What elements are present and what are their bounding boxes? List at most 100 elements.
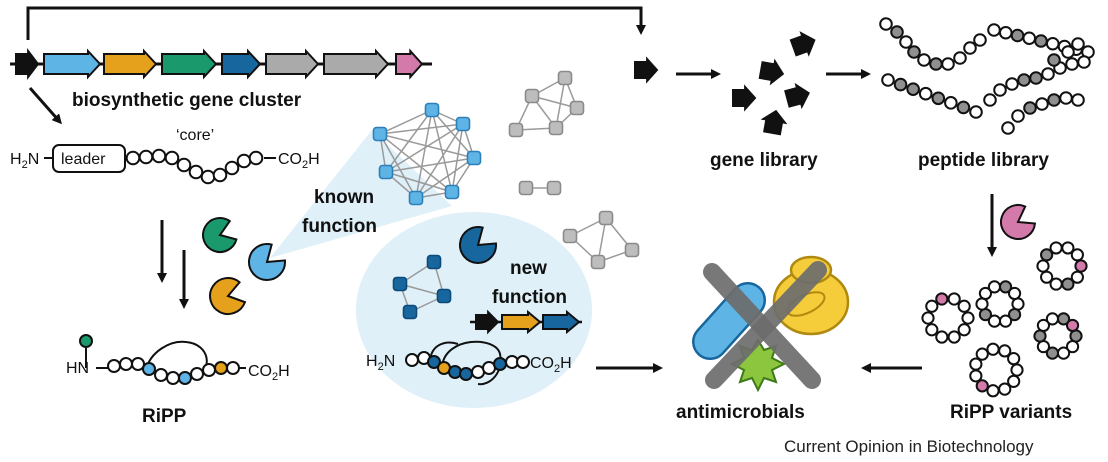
residue-bead	[983, 93, 997, 107]
network-node-icon	[426, 254, 442, 270]
residue-bead	[925, 299, 939, 313]
residue-bead	[1061, 45, 1075, 59]
residue-bead	[1007, 352, 1021, 366]
residue-bead	[1049, 277, 1063, 291]
peptide-chain	[983, 55, 1091, 107]
ripp-variant-ring	[921, 292, 975, 344]
network-node-icon	[408, 190, 424, 206]
gene-arrow-icon	[43, 48, 102, 80]
residue-bead	[190, 367, 204, 381]
residue-bead	[1071, 93, 1085, 107]
antimicrobial-graphic	[692, 255, 850, 393]
gene-arrow-icon	[760, 109, 788, 136]
residue-bead	[917, 53, 931, 67]
residue-bead	[142, 362, 156, 376]
cluster-label: biosynthetic gene cluster	[72, 90, 302, 111]
precursor-co2h: CO2H	[278, 151, 320, 171]
residue-bead	[1017, 73, 1031, 87]
leader-label: leader	[61, 151, 106, 168]
network-node-icon	[444, 184, 460, 200]
residue-bead	[1040, 248, 1054, 262]
network-edge	[451, 123, 464, 193]
gene-arrow-icon	[784, 82, 810, 110]
network-node-icon	[436, 288, 452, 304]
residue-bead	[493, 357, 507, 371]
gene-arrow-shape	[732, 84, 757, 112]
gene-cluster	[15, 48, 424, 80]
residue-bead	[1029, 71, 1043, 85]
network-node-icon	[455, 116, 471, 132]
network-edge	[415, 123, 464, 199]
residue-bead	[1056, 312, 1071, 326]
enzymes-known	[202, 217, 286, 315]
residue-bead	[214, 361, 228, 375]
residue-bead	[987, 314, 1002, 328]
ripp-variants-label: RiPP variants	[950, 402, 1072, 423]
network-node-icon	[372, 126, 388, 142]
residue-bead	[1005, 77, 1019, 91]
residue-bead	[1023, 101, 1037, 115]
residue-bead	[956, 100, 971, 115]
residue-bead	[969, 357, 983, 371]
ripp-hn: HN	[66, 360, 89, 377]
residue-bead	[918, 86, 933, 101]
network-edge	[431, 109, 475, 159]
residue-bead	[1033, 329, 1047, 343]
sequence-similarity-networks	[372, 70, 640, 320]
residue-bead	[188, 164, 204, 180]
residue-bead	[998, 25, 1013, 40]
residue-bead	[993, 83, 1007, 97]
network-edge	[415, 157, 475, 199]
residue-bead	[963, 41, 977, 55]
network-edge	[379, 133, 417, 199]
residue-bead	[987, 280, 1002, 294]
ripp-label: RiPP	[142, 406, 187, 427]
network-edge	[379, 133, 475, 159]
gene-arrow-icon	[789, 31, 816, 57]
gene-arrow-shape	[784, 82, 810, 110]
gene-arrow-icon	[265, 48, 320, 80]
residue-bead	[969, 105, 983, 119]
ripp-variant-ring	[1036, 241, 1088, 291]
ripp-variant-ring	[1033, 312, 1083, 360]
residue-bead	[212, 167, 228, 183]
network-node-icon	[466, 150, 482, 166]
top-bracket-arrow	[26, 6, 646, 40]
cluster-to-peptide-arrow	[28, 87, 62, 125]
gene-arrow-icon	[732, 84, 757, 112]
residue-bead	[947, 292, 961, 306]
network-node-icon	[548, 120, 564, 136]
residue-bead	[975, 297, 989, 311]
residue-bead	[998, 382, 1012, 396]
residue-bead	[1077, 55, 1091, 69]
residue-bead	[998, 344, 1012, 358]
residue-bead	[151, 148, 167, 164]
leader-box	[52, 144, 126, 173]
residue-bead	[459, 367, 473, 381]
residue-bead	[1071, 37, 1085, 51]
residue-bead	[975, 347, 989, 361]
ripp-molecule	[79, 334, 246, 385]
network-edge	[385, 123, 464, 173]
residue-bead	[164, 150, 180, 166]
residue-bead	[1056, 346, 1071, 360]
residue-bead	[890, 25, 904, 39]
protease-green-icon	[202, 217, 238, 253]
peptide-library-chains	[879, 17, 1095, 135]
residue-bead	[1010, 363, 1024, 377]
residue-bead	[138, 149, 154, 165]
ripp-co2h: CO2H	[248, 363, 290, 383]
protease-blue-icon	[248, 243, 286, 281]
network-edge	[385, 171, 453, 193]
residue-bead	[1070, 270, 1084, 284]
residue-bead	[925, 323, 939, 337]
gene-library-label: gene library	[710, 150, 818, 171]
network-edge	[415, 109, 433, 199]
residue-bead	[935, 292, 949, 306]
residue-bead	[969, 369, 983, 383]
residue-bead	[1007, 374, 1021, 388]
network-edge	[399, 283, 445, 297]
peptide-chain	[1047, 37, 1085, 67]
new-ripp-molecule	[405, 340, 530, 386]
